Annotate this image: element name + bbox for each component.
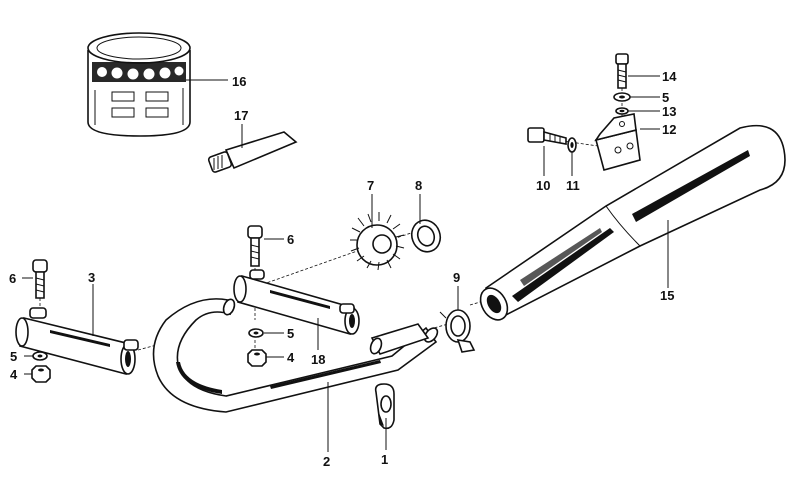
callout-17: 17 (234, 108, 248, 123)
silencer (479, 124, 786, 321)
bracket-bolt (615, 53, 629, 89)
exhaust-pipe (152, 298, 439, 413)
callout-1: 1 (381, 452, 388, 467)
lock-washer-center (248, 328, 264, 338)
bracket-lock-washer (615, 107, 629, 115)
callout-6-left: 6 (9, 271, 16, 286)
callout-8: 8 (415, 178, 422, 193)
callout-3: 3 (88, 270, 95, 285)
mounting-bolt (527, 127, 567, 145)
callout-14: 14 (662, 69, 677, 84)
callout-18: 18 (311, 352, 325, 367)
lock-washer-left (32, 351, 48, 361)
callout-5-bracket: 5 (662, 90, 669, 105)
bolt-center (247, 225, 263, 267)
callout-15: 15 (660, 288, 674, 303)
callout-7: 7 (367, 178, 374, 193)
callout-2: 2 (323, 454, 330, 469)
nut-center (247, 349, 267, 367)
mounting-washer (567, 137, 577, 153)
callout-6-center: 6 (287, 232, 294, 247)
clamp (439, 309, 476, 353)
pipe-clip (374, 383, 395, 430)
callout-16: 16 (232, 74, 246, 89)
bolt-left (32, 259, 48, 299)
leader-lines (22, 75, 669, 452)
callout-labels: 16 17 7 8 9 10 11 12 13 5 14 15 3 6 5 4 … (9, 69, 677, 469)
callout-10: 10 (536, 178, 550, 193)
sealing-ring (410, 219, 442, 253)
callout-13: 13 (662, 104, 676, 119)
callout-5-left: 5 (10, 349, 17, 364)
callout-9: 9 (453, 270, 460, 285)
bracket (594, 113, 641, 171)
callout-11: 11 (566, 178, 580, 193)
nut-left (31, 365, 51, 383)
paste-tube (207, 131, 298, 173)
grease-tin (87, 32, 191, 137)
left-tube (15, 307, 139, 376)
callout-4-center: 4 (287, 350, 295, 365)
bracket-washer (613, 92, 631, 102)
callout-5-center: 5 (287, 326, 294, 341)
toothed-lock-washer (350, 212, 405, 271)
cross-tube (233, 269, 360, 336)
callout-4-left: 4 (10, 367, 18, 382)
callout-12: 12 (662, 122, 676, 137)
